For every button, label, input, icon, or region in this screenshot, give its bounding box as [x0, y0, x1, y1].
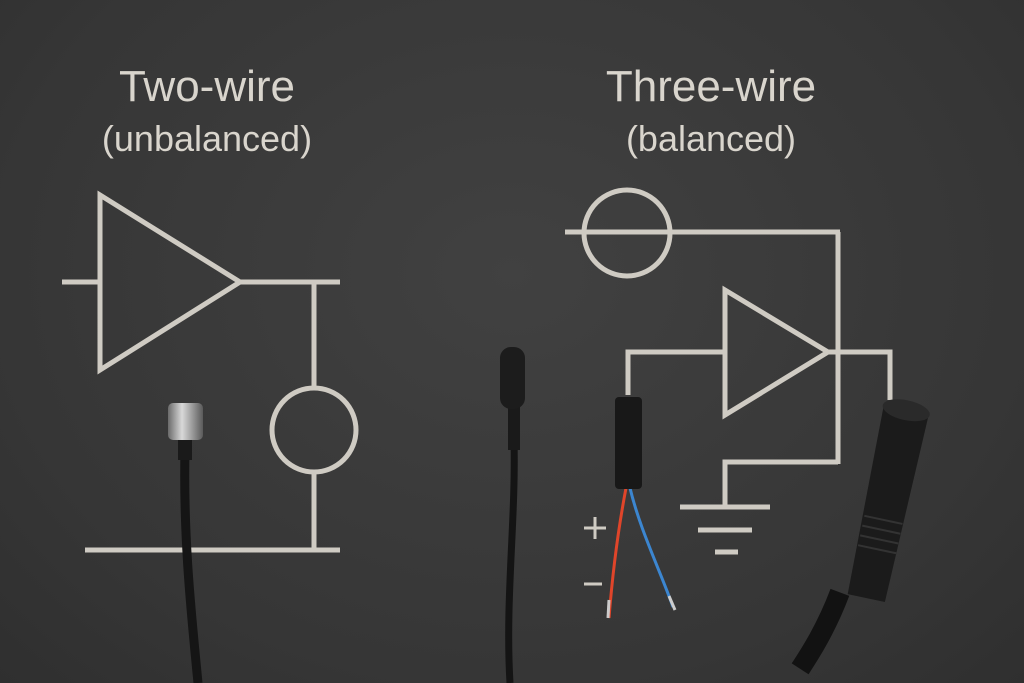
lavalier-mic-silver — [168, 403, 203, 683]
amplifier-triangle-right — [722, 285, 833, 420]
amplifier-triangle-left — [97, 190, 245, 375]
left-title: Two-wire — [118, 62, 296, 111]
right-title: Three-wire — [605, 62, 817, 111]
unbalanced-circuit — [62, 190, 359, 553]
source-circle-left — [269, 385, 359, 475]
ground-symbol — [680, 504, 770, 555]
lavalier-mic-black — [500, 347, 525, 683]
wire-barrel — [606, 397, 677, 619]
left-subtitle: (unbalanced) — [101, 118, 313, 159]
balanced-circuit — [565, 187, 893, 555]
xlr-connector — [791, 399, 930, 675]
polarity-marks — [584, 517, 606, 586]
right-subtitle: (balanced) — [625, 118, 797, 159]
